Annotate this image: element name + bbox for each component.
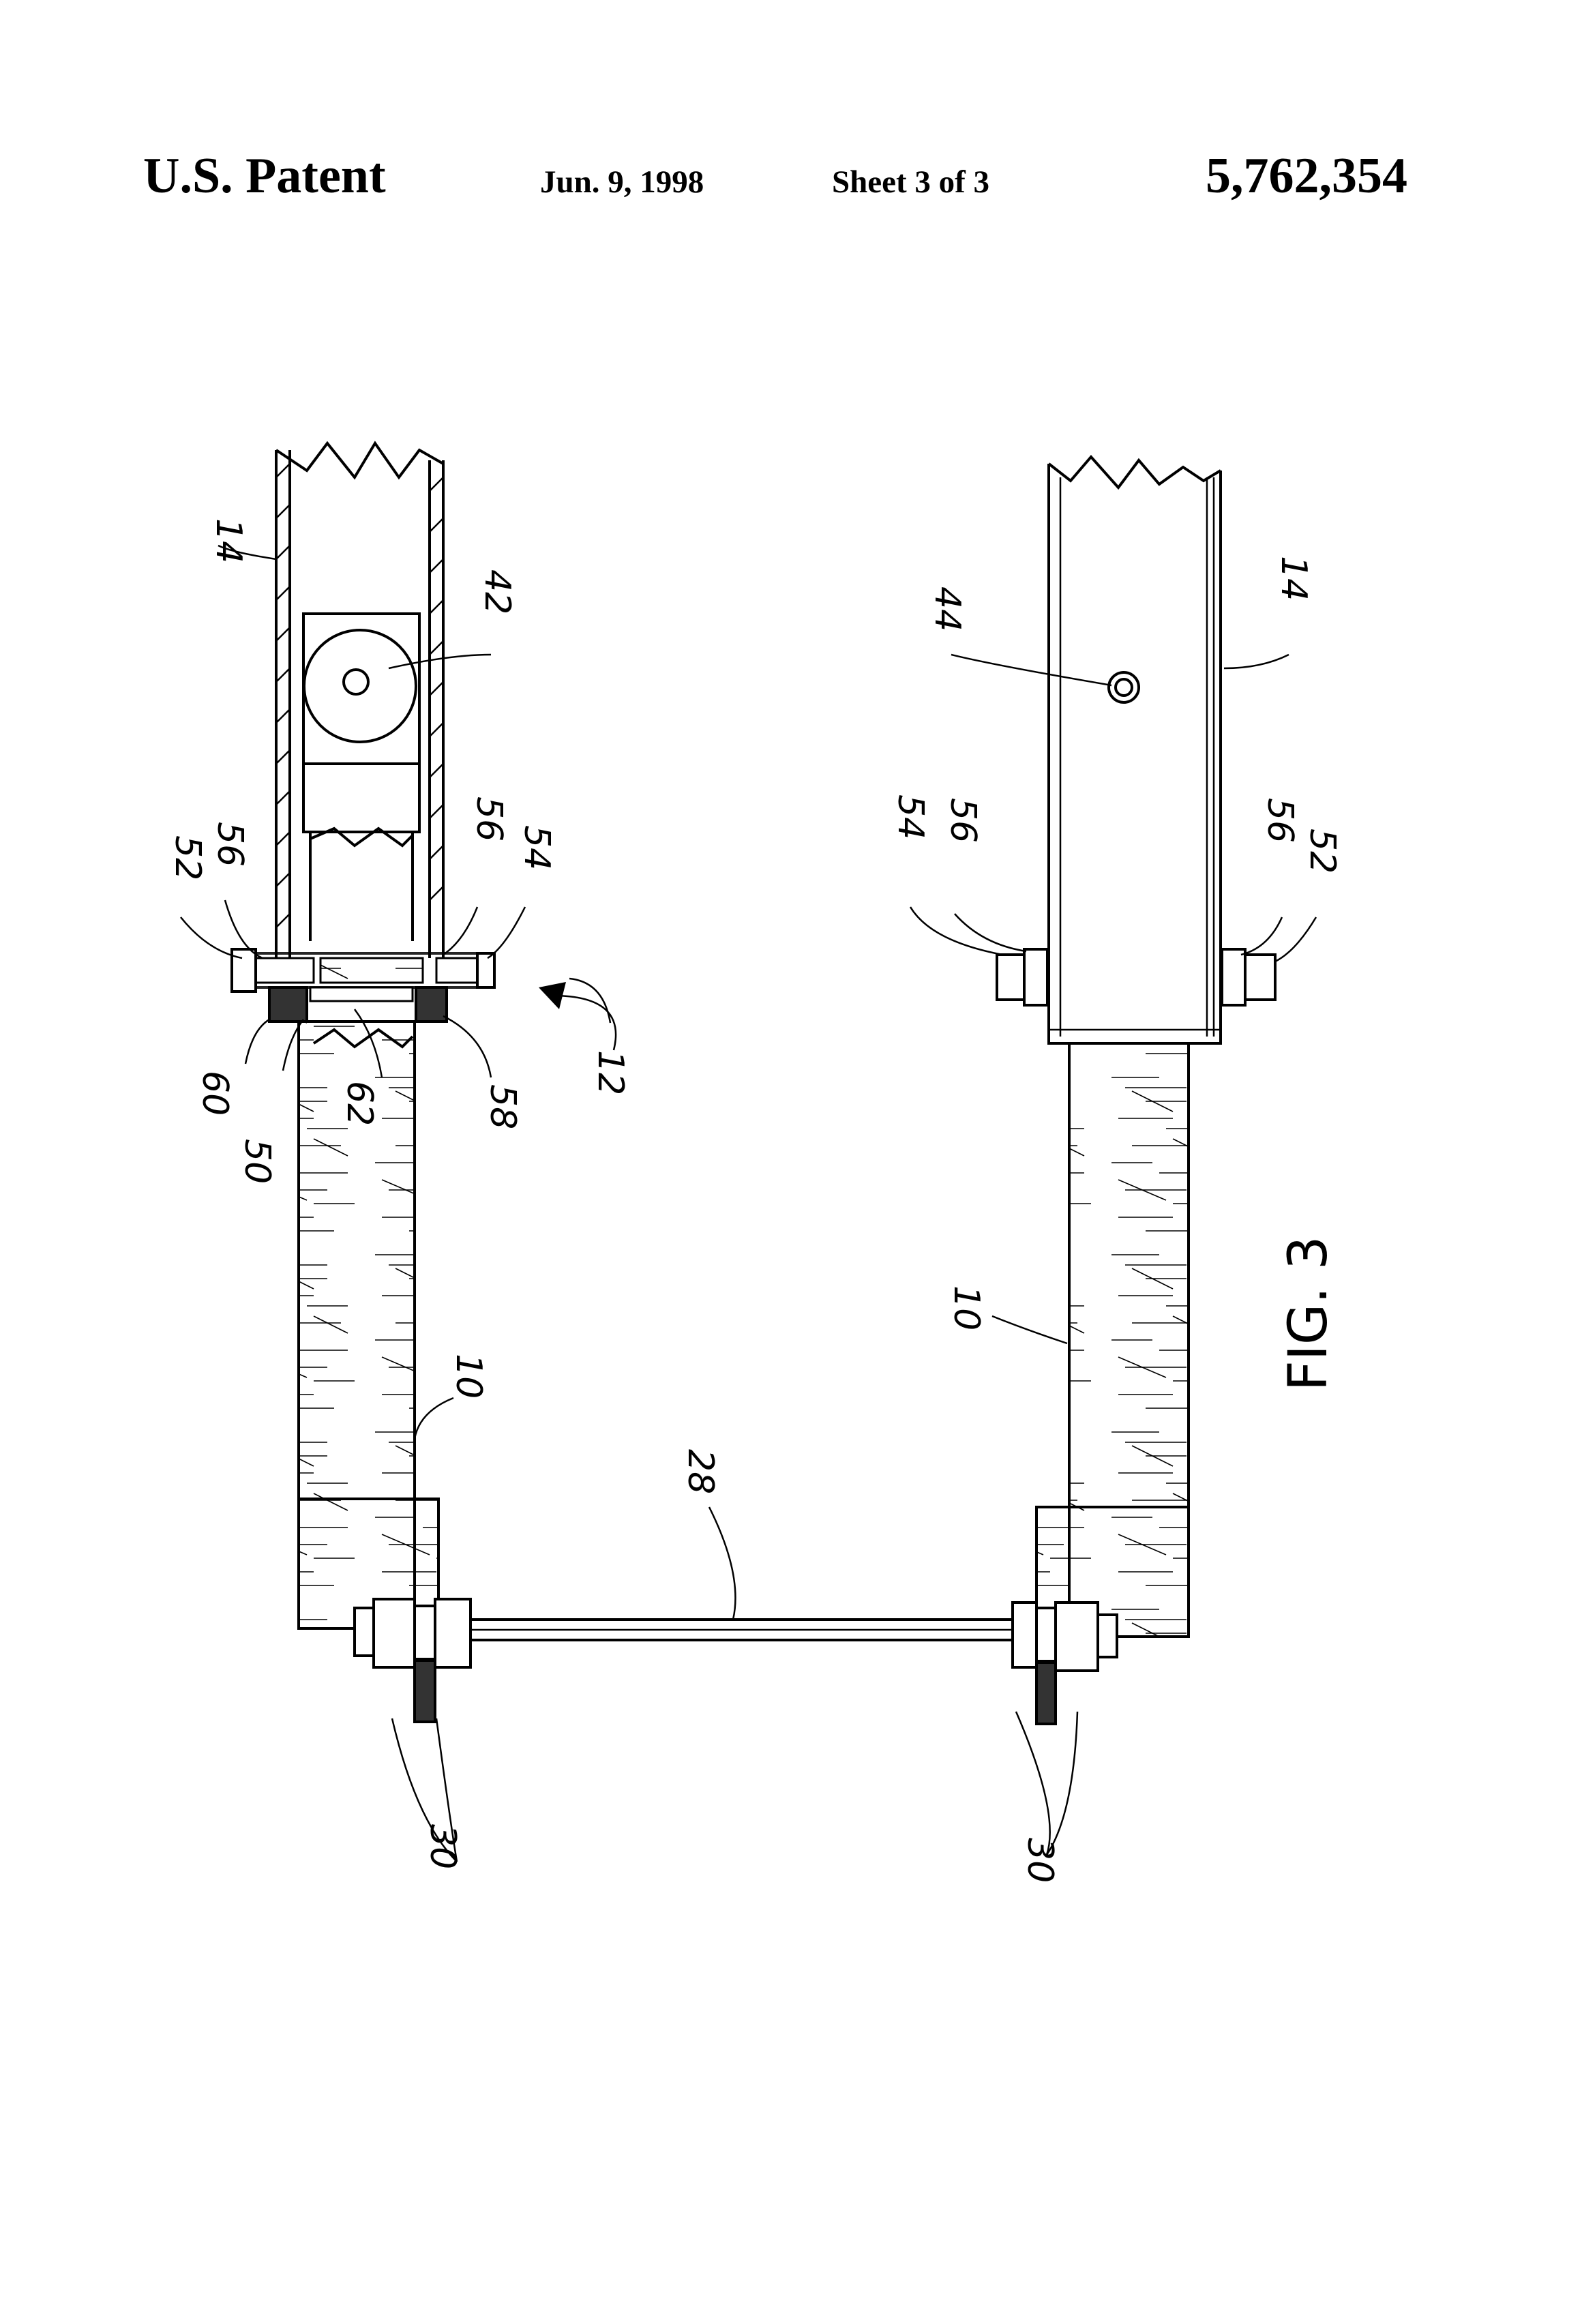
label-62: 62	[339, 1081, 380, 1126]
right-tube-14	[1047, 454, 1222, 1045]
label-56-left: 56	[209, 822, 250, 867]
patent-number: 5,762,354	[1206, 148, 1407, 204]
label-52-right: 52	[1302, 829, 1343, 874]
label-14-left: 14	[208, 518, 249, 563]
patent-date: Jun. 9, 1998	[540, 164, 704, 200]
label-52-left: 52	[167, 835, 208, 880]
left-tube-14	[275, 441, 445, 958]
label-12: 12	[590, 1050, 631, 1095]
label-30-right: 30	[1019, 1838, 1060, 1883]
right-bolt-heads	[996, 948, 1277, 1007]
label-42: 42	[477, 569, 518, 614]
label-44: 44	[927, 586, 968, 631]
label-60: 60	[194, 1071, 235, 1116]
label-56-right2: 56	[1259, 798, 1300, 843]
label-28: 28	[680, 1449, 721, 1494]
pulley-42	[303, 629, 417, 743]
fastener-44	[1107, 671, 1140, 704]
right-leg-10	[1035, 1042, 1190, 1638]
sheet-number: Sheet 3 of 3	[832, 164, 990, 200]
cross-rod-28	[469, 1618, 1014, 1641]
label-14-right: 14	[1273, 556, 1314, 601]
left-nuts-30	[353, 1598, 472, 1723]
left-inner-block	[302, 612, 421, 941]
label-10-right: 10	[946, 1285, 987, 1330]
label-58: 58	[482, 1084, 523, 1129]
reference-labels: 14 42 44 14 52 56 56 54 54 56 56 52 12 6…	[167, 518, 1343, 1883]
patent-title: U.S. Patent	[143, 148, 386, 204]
right-nuts-30	[1011, 1601, 1118, 1725]
arrow-12	[539, 982, 617, 1051]
figure-caption: FIG. 3	[1278, 1236, 1339, 1391]
label-50: 50	[237, 1139, 278, 1184]
label-30-left: 30	[422, 1824, 463, 1869]
label-54-right: 54	[890, 794, 931, 839]
label-10-left: 10	[448, 1354, 489, 1399]
label-56-left2: 56	[468, 796, 509, 841]
leader-lines	[180, 544, 1317, 1862]
label-54-left: 54	[516, 825, 557, 870]
label-56-right: 56	[942, 798, 983, 843]
